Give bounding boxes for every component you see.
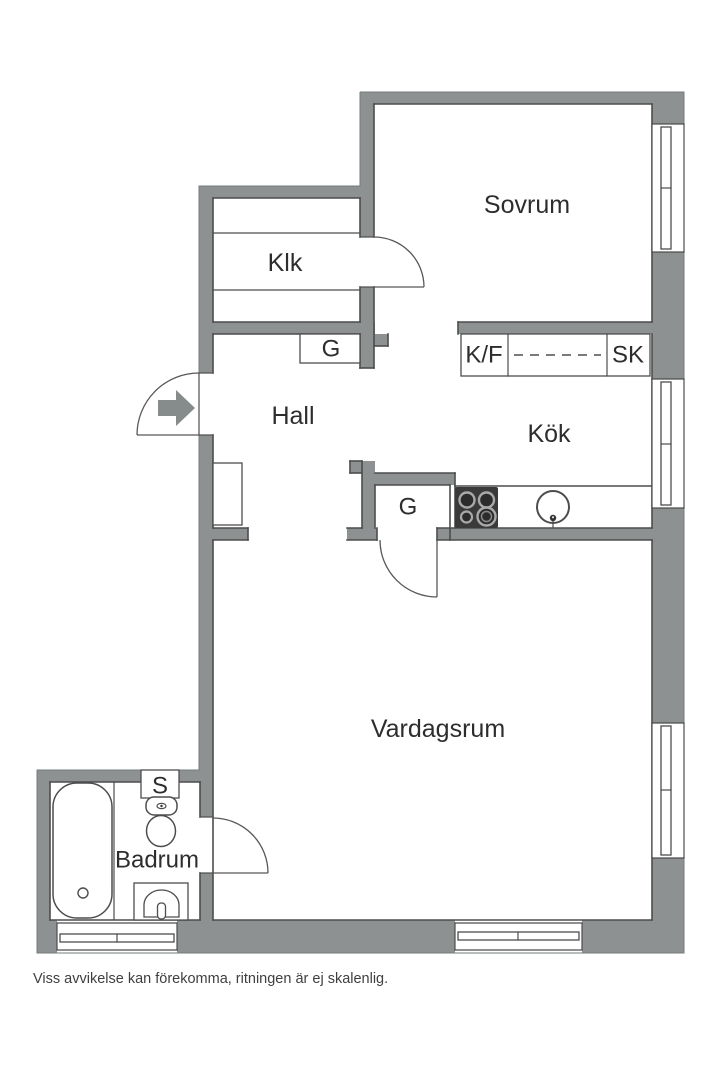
- radiator: [212, 462, 243, 526]
- window-kitchen: [651, 378, 685, 509]
- disclaimer-text: Viss avvikelse kan förekomma, ritningen …: [33, 971, 388, 987]
- fridge-cabinet-row: K/F SK: [460, 333, 651, 377]
- wall-segments: [37, 92, 684, 953]
- door-bedroom-closet: [373, 236, 425, 288]
- kitchen-label: Kök: [527, 420, 571, 448]
- walk-in-closet-label: Klk: [268, 249, 303, 277]
- wardrobe-hall-label: G: [322, 336, 341, 363]
- window-bathroom-south: [56, 922, 178, 951]
- bedroom-label: Sovrum: [484, 191, 570, 219]
- toilet-icon: [145, 796, 178, 848]
- exterior-outline: [36, 91, 685, 954]
- living-room-label: Vardagsrum: [371, 715, 505, 743]
- window-living-room-east: [651, 722, 685, 859]
- wardrobe-kitchen-label: G: [399, 494, 418, 521]
- door-bathroom: [212, 817, 269, 874]
- wardrobe-box-hall: G: [299, 333, 361, 364]
- hall-label: Hall: [271, 402, 314, 430]
- room-labels: Sovrum Klk Hall Kök Vardagsrum Badrum G: [115, 191, 571, 874]
- bathtub-icon: [52, 782, 113, 919]
- window-living-room-south: [454, 922, 583, 951]
- bathroom-label: Badrum: [115, 847, 199, 874]
- shaft-box: S: [140, 769, 180, 800]
- shaft-label: S: [152, 773, 168, 800]
- stove-icon: [455, 487, 498, 528]
- door-entrance: [136, 372, 200, 436]
- window-bedroom: [651, 123, 685, 253]
- fridge-freezer-label: K/F: [465, 342, 502, 369]
- tall-cabinet-label: SK: [612, 342, 644, 369]
- washbasin-icon: [133, 882, 189, 921]
- door-kitchen-wardrobe: [379, 539, 438, 598]
- kitchen-sink-icon: [536, 490, 570, 529]
- entrance-arrow-icon: [158, 390, 195, 426]
